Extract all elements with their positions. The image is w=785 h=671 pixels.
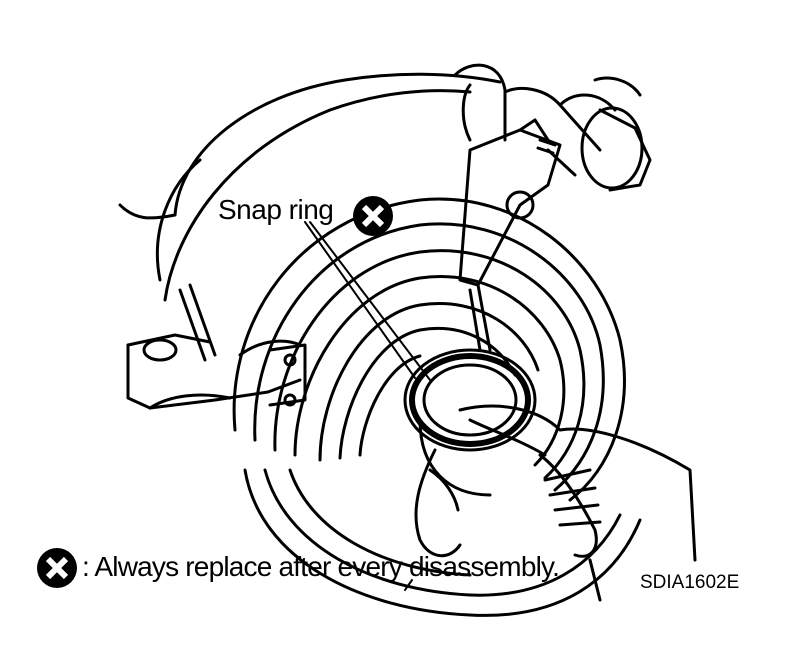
replace-note: : Always replace after every disassembly…: [82, 551, 560, 582]
housing-outer-shell: [173, 72, 502, 217]
upper-hand: [453, 63, 652, 192]
x-circle-icon: [353, 196, 393, 236]
housing-inner-shell: [163, 89, 472, 302]
figure-code: SDIA1602E: [640, 572, 740, 593]
concentric-rings: [232, 197, 642, 617]
leader-line-2: [309, 221, 431, 381]
snap-ring-label: Snap ring: [218, 194, 334, 225]
wire-loop: [118, 203, 177, 220]
leader-line: [304, 221, 416, 379]
lower-hand: [414, 404, 697, 602]
x-circle-icon: [37, 548, 77, 588]
tick-mark: [404, 579, 413, 591]
snap-ring-pliers: [458, 118, 577, 352]
housing-rim-line: [155, 158, 202, 282]
fork-bracket: [126, 283, 307, 410]
